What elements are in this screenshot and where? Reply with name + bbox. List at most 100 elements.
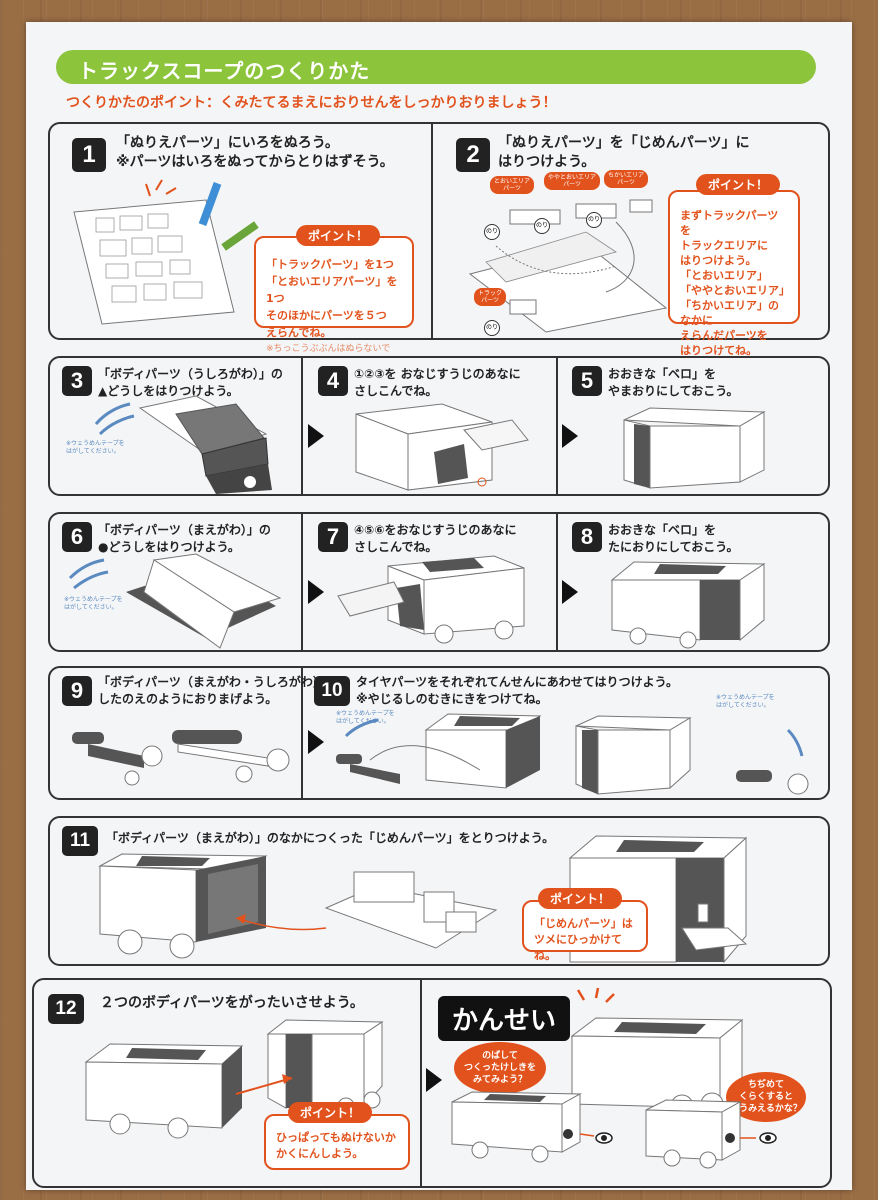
flow-arrow xyxy=(308,730,324,754)
instruction-sheet: トラックスコープのつくりかた つくりかたのポイント：くみたてるまえにおりせんをし… xyxy=(26,22,852,1190)
flow-arrow xyxy=(426,1068,442,1092)
step-2-text: 「ぬりえパーツ」を「じめんパーツ」に はりつけよう。 xyxy=(498,134,749,172)
step-8-text: おおきな「ベロ」を たにおりにしておこう。 xyxy=(608,522,739,556)
step-number-11: 11 xyxy=(62,826,98,856)
step-5-text: おおきな「ベロ」を やまおりにしておこう。 xyxy=(608,366,739,400)
point-line: えらんだパーツを xyxy=(680,329,768,342)
flow-arrow xyxy=(562,424,578,448)
step-3-illustration xyxy=(94,395,272,494)
tape-note: ※ウェうめんテープをはがしてください。 xyxy=(64,596,123,611)
step-4-line2: さしこんでね。 xyxy=(354,384,438,398)
divider xyxy=(420,979,422,1187)
tag-near: ちかいエリアパーツ xyxy=(604,170,649,188)
flow-arrow xyxy=(308,424,324,448)
step-1-line1: 「ぬりえパーツ」にいろをぬろう。 xyxy=(116,135,339,151)
step-9-text: 「ボディパーツ（まえがわ・うしろがわ）」を したのえのようにおりまげよう。 xyxy=(98,674,343,708)
step-11-point-label: ポイント！ xyxy=(538,888,623,909)
step-12-point-label: ポイント！ xyxy=(288,1102,373,1123)
step-4-line1: ①②③を おなじすうじのあなに xyxy=(354,367,521,381)
point-line: 「とおいエリアパーツ」を1つ xyxy=(266,275,398,305)
tip-line: つくりかたのポイント：くみたてるまえにおりせんをしっかりおりましょう！ xyxy=(66,95,557,111)
step-number-9: 9 xyxy=(62,676,92,706)
step-6-line2: ●どうしをはりつけよう。 xyxy=(98,540,240,554)
page-title: トラックスコープのつくりかた xyxy=(78,59,371,83)
step-6-illustration xyxy=(68,553,282,649)
step-12-illustration xyxy=(84,1019,384,1139)
tape-note: ※ウェうめんテープをはがしてください。 xyxy=(66,440,125,455)
step-8-line1: おおきな「ベロ」を xyxy=(608,523,717,537)
step-9-illustration xyxy=(72,730,290,786)
step-number-7: 7 xyxy=(318,522,348,552)
step-3-line1: 「ボディパーツ（うしろがわ）」の xyxy=(98,367,283,381)
step-3-line2: ▲どうしをはりつけよう。 xyxy=(98,384,239,398)
point-line: トラックエリアに xyxy=(680,239,768,252)
step-7-line1: ④⑤⑥をおなじすうじのあなに xyxy=(354,523,517,537)
point-line: 「ややとおいエリア」 xyxy=(680,284,790,297)
step-8-illustration xyxy=(610,561,766,649)
glue-mark: のり xyxy=(586,212,602,228)
point-line: そのほかにパーツを５つ xyxy=(266,309,387,322)
done-truck-illustration xyxy=(570,987,744,1118)
done-bubble-2: ちぢめてくらくするとどうみえるかな？ xyxy=(726,1072,806,1122)
coloring-sheet-illustration xyxy=(73,179,259,325)
point-line: ツメにひっかけてね。 xyxy=(534,933,622,962)
step-7-line2: さしこんでね。 xyxy=(354,540,438,554)
step-10-line1: タイヤパーツをそれぞれてんせんにあわせてはりつけよう。 xyxy=(356,675,678,689)
step-6-text: 「ボディパーツ（まえがわ）」の ●どうしをはりつけよう。 xyxy=(98,522,271,556)
tape-note: ※ウェうめんテープをはがしてください。 xyxy=(716,694,775,709)
glue-mark: のり xyxy=(484,320,500,336)
point-line: ひっぱってもぬけないか xyxy=(276,1131,396,1144)
tag-far: とおいエリアパーツ xyxy=(490,176,535,194)
step-number-8: 8 xyxy=(572,522,602,552)
step-10-text: タイヤパーツをそれぞれてんせんにあわせてはりつけよう。 ※やじるしのむきにきをつ… xyxy=(356,674,678,708)
tag-truck: トラックパーツ xyxy=(474,288,507,306)
divider xyxy=(301,357,303,495)
step-12-text: ２つのボディパーツをがったいさせよう。 xyxy=(100,995,364,1011)
point-line: 「ちかいエリア」のなかに xyxy=(680,299,779,327)
step-7-illustration xyxy=(337,555,525,644)
flow-arrow xyxy=(308,580,324,604)
step-12-point-box: ひっぱってもぬけないか かくにんしよう。 xyxy=(264,1114,410,1170)
step-1-point-label: ポイント！ xyxy=(296,225,381,246)
step-number-12: 12 xyxy=(48,994,84,1024)
step-5-line1: おおきな「ベロ」を xyxy=(608,367,717,381)
step-number-10: 10 xyxy=(314,676,350,706)
step-2-line1: 「ぬりえパーツ」を「じめんパーツ」に xyxy=(498,135,750,151)
step-number-3: 3 xyxy=(62,366,92,396)
step-1-point-box: 「トラックパーツ」を1つ 「とおいエリアパーツ」を1つ そのほかにパーツを５つ … xyxy=(254,236,414,371)
tag-mid: ややとおいエリアパーツ xyxy=(544,172,601,190)
step-7-text: ④⑤⑥をおなじすうじのあなに さしこんでね。 xyxy=(354,522,516,556)
glue-mark: のり xyxy=(484,224,500,240)
done-label: かんせい xyxy=(438,996,571,1041)
point-line: 「トラックパーツ」を1つ xyxy=(266,258,394,271)
step-number-6: 6 xyxy=(62,522,92,552)
step-number-4: 4 xyxy=(318,366,348,396)
step-3-text: 「ボディパーツ（うしろがわ）」の ▲どうしをはりつけよう。 xyxy=(98,366,283,400)
done-bubble-1: のばしてつくったけしきをみてみよう？ xyxy=(454,1042,546,1094)
step-4-text: ①②③を おなじすうじのあなに さしこんでね。 xyxy=(354,366,521,400)
step-2-point-box: まずトラックパーツを トラックエリアに はりつけよう。 「とおいエリア」 「やや… xyxy=(668,190,800,357)
step-9-line1: 「ボディパーツ（まえがわ・うしろがわ）」を xyxy=(98,675,343,689)
tape-note: ※ウェうめんテープをはがしてください。 xyxy=(336,710,395,725)
point-line: 「とおいエリア」 xyxy=(680,269,768,282)
step-number-5: 5 xyxy=(572,366,602,396)
step-number-2: 2 xyxy=(456,138,490,172)
glue-mark: のり xyxy=(534,218,550,234)
point-line: かくにんしよう。 xyxy=(276,1147,364,1160)
divider xyxy=(556,357,558,495)
step-2-point-label: ポイント！ xyxy=(696,174,781,195)
divider xyxy=(301,667,303,799)
step-11-illustration xyxy=(98,853,498,959)
step-5-illustration xyxy=(623,407,766,489)
step-1-line2: ※パーツはいろをぬってからとりはずそう。 xyxy=(116,154,394,170)
step-8-line2: たにおりにしておこう。 xyxy=(608,540,739,554)
ground-part-illustration xyxy=(468,199,668,333)
step-1-text: 「ぬりえパーツ」にいろをぬろう。 ※パーツはいろをぬってからとりはずそう。 xyxy=(116,134,394,172)
divider xyxy=(431,123,433,339)
point-line: 「じめんパーツ」は xyxy=(534,917,633,930)
flow-arrow xyxy=(562,580,578,604)
point-line: えらんでね。 xyxy=(266,326,332,339)
point-line: まずトラックパーツを xyxy=(680,209,779,237)
done-extended-illustration xyxy=(451,1091,777,1169)
title-bar: トラックスコープのつくりかた xyxy=(56,50,816,84)
